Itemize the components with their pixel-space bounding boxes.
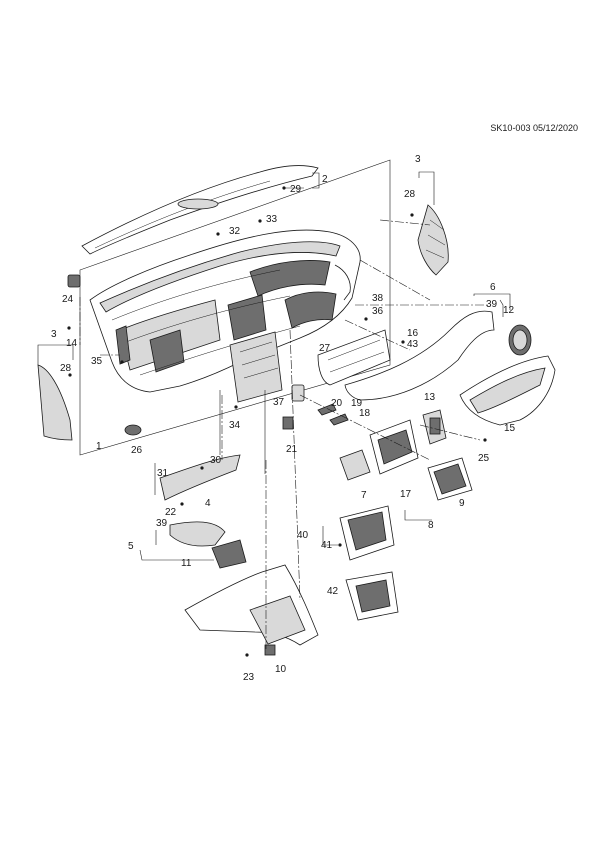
callout-23: 23 (243, 672, 255, 683)
callout-labels: 2 29 3 28 33 32 24 14 3 35 28 6 39 12 38… (51, 154, 516, 683)
callout-13: 13 (424, 392, 436, 403)
callout-29: 29 (290, 184, 302, 195)
callout-24: 24 (62, 294, 74, 305)
callout-11: 11 (181, 558, 192, 569)
callout-16: 16 (407, 328, 419, 339)
callout-9: 9 (459, 498, 465, 509)
callout-40: 40 (297, 530, 309, 541)
callout-38: 38 (372, 293, 384, 304)
callout-41: 41 (321, 540, 333, 551)
callout-28-right: 28 (404, 189, 416, 200)
part-26-knob (124, 424, 142, 436)
callout-39-right: 39 (486, 299, 498, 310)
callout-20: 20 (331, 398, 343, 409)
attachment-points (67, 186, 487, 657)
document-id: SK10-003 05/12/2020 (490, 123, 578, 133)
part-3-right-side-trim (417, 204, 449, 276)
part-21-switch (282, 416, 294, 430)
part-3-left-side-trim (37, 364, 73, 441)
callout-30: 30 (210, 455, 222, 466)
callout-5: 5 (128, 541, 134, 552)
callout-2: 2 (322, 174, 328, 185)
callout-21: 21 (286, 444, 298, 455)
callout-7: 7 (361, 490, 367, 501)
callout-28-left: 28 (60, 363, 72, 374)
callout-19: 19 (351, 398, 363, 409)
callout-31: 31 (157, 468, 169, 479)
callout-10: 10 (275, 664, 287, 675)
part-7-center-vent (339, 449, 371, 481)
callout-26: 26 (131, 445, 143, 456)
part-19-20-fasteners (317, 403, 349, 426)
part-24-clip (67, 274, 81, 288)
upper-trim-pad (81, 165, 319, 255)
callout-3-left: 3 (51, 329, 57, 340)
callout-42: 42 (327, 586, 339, 597)
callout-39-left: 39 (156, 518, 168, 529)
callout-36: 36 (372, 306, 384, 317)
callout-27: 27 (319, 343, 331, 354)
lower-panel-details (115, 325, 305, 402)
callout-3-right: 3 (415, 154, 421, 165)
instrument-panel-body (89, 229, 361, 403)
callout-43: 43 (407, 339, 419, 350)
leader-lines (79, 172, 504, 650)
callout-8: 8 (428, 520, 434, 531)
callout-15: 15 (504, 423, 516, 434)
callout-22: 22 (165, 507, 177, 518)
panel-assembly-frame (79, 159, 391, 456)
callout-18: 18 (359, 408, 371, 419)
part-27-lower-trim (317, 329, 391, 386)
callout-25: 25 (478, 453, 490, 464)
callout-1: 1 (96, 441, 102, 452)
callout-14: 14 (66, 338, 78, 349)
callout-32: 32 (229, 226, 241, 237)
part-11-side-vent (211, 539, 247, 569)
callout-6: 6 (490, 282, 496, 293)
callout-4: 4 (205, 498, 211, 509)
callout-33: 33 (266, 214, 278, 225)
callout-37: 37 (273, 397, 285, 408)
callout-12: 12 (503, 305, 515, 316)
callout-35: 35 (91, 356, 103, 367)
part-5-lower-trim (169, 521, 226, 547)
part-12-right-trim (344, 310, 495, 401)
part-4-knee-bolster (159, 454, 241, 501)
callout-17: 17 (400, 489, 412, 500)
callout-34: 34 (229, 420, 241, 431)
